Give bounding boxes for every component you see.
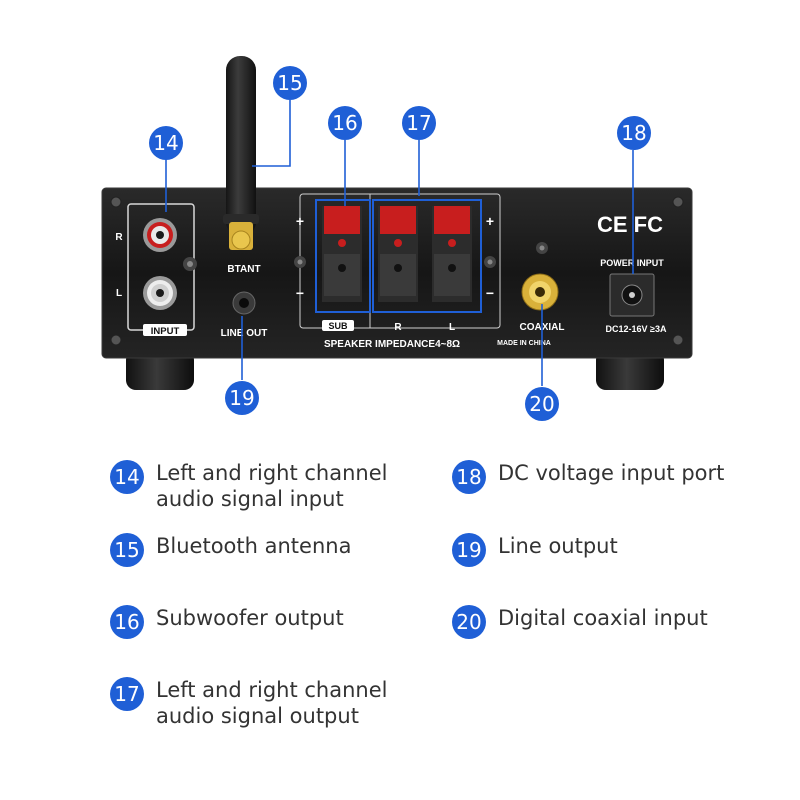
callout-badge-17: 17 (402, 106, 436, 140)
legend-text: Line output (498, 534, 618, 558)
sub-label-box (322, 320, 354, 331)
callout-badge-16: 16 (328, 106, 362, 140)
callout-badge-14: 14 (149, 126, 183, 160)
legend-text: Left and right channel audio signal outp… (156, 678, 388, 728)
ground-stud-icon (294, 256, 496, 268)
foot-left (126, 350, 194, 390)
cert-marks: CE FC (597, 212, 663, 237)
sub-frame (315, 199, 371, 313)
lr-frame (372, 199, 482, 313)
callout-badge-15: 15 (273, 66, 307, 100)
line-out-jack[interactable] (232, 291, 256, 315)
minus-mark: − (296, 285, 304, 301)
plus-mark: + (486, 213, 494, 229)
speaker-l-label: L (449, 322, 455, 333)
dc-power-jack[interactable] (609, 273, 655, 317)
antenna-label: BTANT (227, 264, 260, 275)
legend-text: Bluetooth antenna (156, 534, 352, 558)
legend-text: Left and right channel audio signal inpu… (156, 461, 388, 511)
plus-mark: + (296, 213, 304, 229)
screw-icon (110, 196, 684, 346)
input-label: INPUT (151, 326, 180, 337)
callout-badge-18: 18 (617, 116, 651, 150)
legend-text: DC voltage input port (498, 461, 725, 485)
antenna-icon (223, 56, 259, 250)
terminal-right[interactable] (378, 206, 418, 302)
made-in-label: MADE IN CHINA (497, 340, 551, 347)
legend-text: Subwoofer output (156, 606, 344, 630)
legend-badge: 18 (452, 460, 486, 494)
line-out-label: LINE OUT (221, 328, 268, 339)
legend-badge: 19 (452, 533, 486, 567)
terminal-left[interactable] (432, 206, 472, 302)
speaker-r-label: R (394, 322, 402, 333)
legend-badge: 14 (110, 460, 144, 494)
callout-badge-20: 20 (525, 387, 559, 421)
power-spec-label: DC12-16V ≥3A (606, 324, 667, 334)
terminal-sub[interactable] (322, 206, 362, 302)
legend-badge: 20 (452, 605, 486, 639)
channel-l-label: L (116, 288, 122, 299)
legend-badge: 17 (110, 677, 144, 711)
coaxial-jack[interactable] (521, 273, 559, 311)
input-label-box (143, 324, 187, 336)
callout-badge-19: 19 (225, 381, 259, 415)
sub-label: SUB (328, 321, 348, 331)
minus-mark: − (486, 285, 494, 301)
rca-jack-right[interactable] (143, 218, 177, 252)
speaker-impedance-label: SPEAKER IMPEDANCE4~8Ω (324, 339, 460, 350)
ground-stud-icon (183, 257, 197, 271)
legend-badge: 15 (110, 533, 144, 567)
foot-right (596, 350, 664, 390)
amplifier-rear-panel: R L INPUT BTANT LINE OUT + − + − (101, 56, 693, 390)
channel-r-label: R (115, 232, 123, 243)
legend-badge: 16 (110, 605, 144, 639)
callout-leader (165, 100, 634, 386)
ground-stud-icon (536, 242, 548, 254)
rca-jack-left[interactable] (143, 276, 177, 310)
legend-text: Digital coaxial input (498, 606, 708, 630)
